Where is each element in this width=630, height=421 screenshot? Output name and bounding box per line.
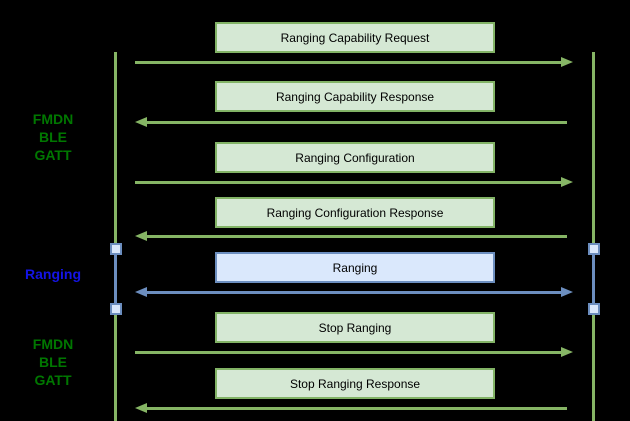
- arrowhead-right-icon: [561, 287, 573, 297]
- arrowhead-left-icon: [135, 403, 147, 413]
- message-box: Stop Ranging: [215, 312, 495, 343]
- activation-marker: [110, 243, 122, 255]
- section-label-line: GATT: [34, 372, 72, 388]
- section-label-line: FMDN: [32, 111, 74, 127]
- arrowhead-right-icon: [561, 347, 573, 357]
- message-arrow-left: [135, 116, 573, 128]
- arrowhead-left-icon: [135, 287, 147, 297]
- message-arrow-right: [135, 176, 573, 188]
- arrowhead-left-icon: [135, 117, 147, 127]
- section-label-line: BLE: [39, 354, 67, 370]
- left-lifeline: [114, 52, 117, 421]
- activation-marker: [588, 243, 600, 255]
- arrow-line: [135, 351, 562, 354]
- message-arrow-right: [135, 56, 573, 68]
- arrow-line: [146, 291, 562, 294]
- message-box: Ranging Capability Request: [215, 22, 495, 53]
- message-arrow-left: [135, 402, 573, 414]
- arrow-line: [135, 61, 562, 64]
- message-box: Ranging Configuration: [215, 142, 495, 173]
- arrow-line: [146, 121, 567, 124]
- message-arrow-both: [135, 286, 573, 298]
- arrowhead-right-icon: [561, 57, 573, 67]
- section-label-gatt-bottom: FMDN BLE GATT: [0, 335, 106, 389]
- right-lifeline: [592, 52, 595, 421]
- section-label-gatt-top: FMDN BLE GATT: [0, 110, 106, 164]
- arrow-line: [146, 407, 567, 410]
- right-lifeline-ranging-segment: [592, 250, 595, 307]
- arrowhead-right-icon: [561, 177, 573, 187]
- message-box: Ranging: [215, 252, 495, 283]
- section-label-line: GATT: [34, 147, 72, 163]
- message-box: Stop Ranging Response: [215, 368, 495, 399]
- section-label-ranging: Ranging: [0, 265, 106, 283]
- arrow-line: [135, 181, 562, 184]
- arrow-line: [146, 235, 567, 238]
- section-label-line: FMDN: [32, 336, 74, 352]
- activation-marker: [588, 303, 600, 315]
- section-label-line: BLE: [39, 129, 67, 145]
- message-box: Ranging Capability Response: [215, 81, 495, 112]
- message-arrow-left: [135, 230, 573, 242]
- section-label-line: Ranging: [25, 266, 81, 282]
- activation-marker: [110, 303, 122, 315]
- left-lifeline-ranging-segment: [114, 250, 117, 307]
- arrowhead-left-icon: [135, 231, 147, 241]
- message-arrow-right: [135, 346, 573, 358]
- message-box: Ranging Configuration Response: [215, 197, 495, 228]
